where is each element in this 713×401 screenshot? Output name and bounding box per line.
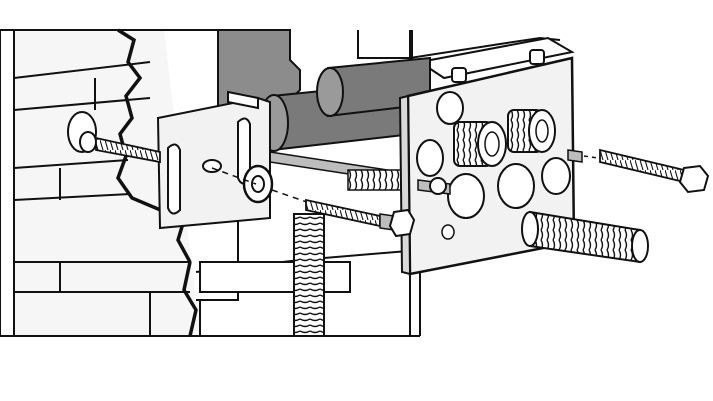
lag-screw-right [567, 148, 710, 194]
lower-beam [199, 261, 351, 293]
alignment-lines [211, 167, 331, 211]
plate-hole-1 [447, 173, 485, 219]
vertical-conduit [293, 213, 325, 337]
wall-break-line [116, 28, 198, 337]
wall-bracket [156, 90, 271, 230]
pipe-fittings [453, 109, 556, 167]
plate-hole-left [416, 139, 444, 177]
pipe-fitting-left [453, 121, 507, 167]
plate-hole-3 [541, 157, 571, 195]
plate-bolt [417, 177, 451, 195]
lag-screw-center [305, 198, 416, 238]
wall-anchor-screw [79, 131, 161, 164]
washer [242, 164, 274, 204]
horizontal-conduit [521, 210, 649, 264]
pipe-fitting-right [507, 109, 556, 153]
top-rail [417, 36, 575, 83]
bracket-slot-left [167, 143, 181, 215]
plate-hole-2 [497, 163, 535, 209]
wall-edge [0, 29, 15, 337]
plate-hole-top [436, 91, 464, 125]
